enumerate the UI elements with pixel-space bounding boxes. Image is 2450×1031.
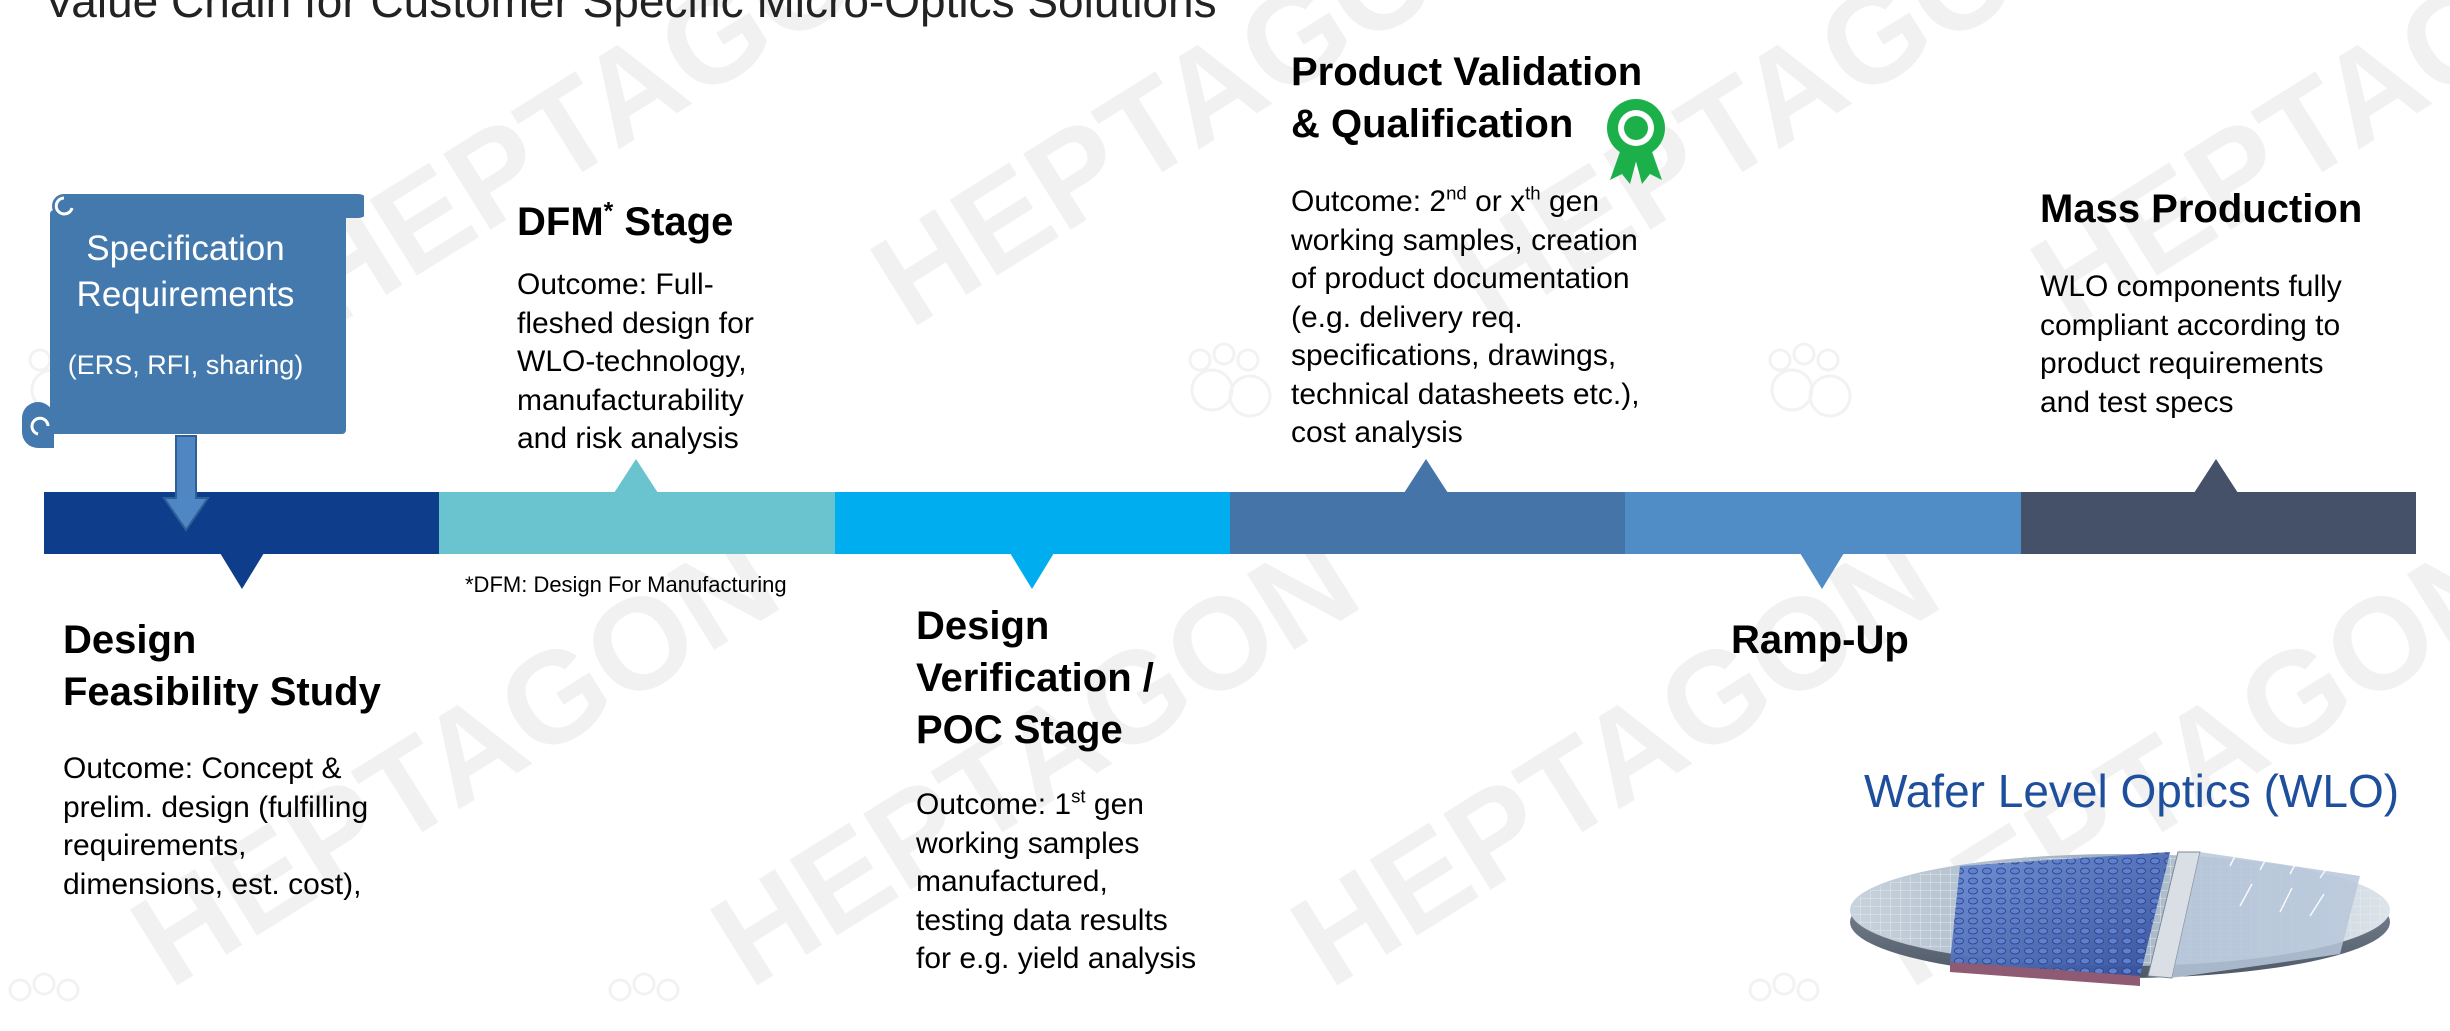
desc-line: cost analysis	[1291, 416, 1463, 449]
desc-fragment: Outcome: 2	[1291, 185, 1447, 218]
stage-desc-dfm: Outcome: Full- fleshed design for WLO-te…	[517, 266, 754, 459]
title-line: & Qualification	[1291, 102, 1574, 146]
spec-title-line-1: Specification	[86, 229, 285, 268]
desc-line: of product documentation	[1291, 262, 1630, 295]
desc-fragment: gen	[1540, 185, 1600, 218]
down-arrow-icon	[162, 435, 210, 532]
desc-line: compliant according to	[2040, 308, 2341, 342]
desc-line: for e.g. yield analysis	[916, 942, 1197, 975]
specification-scroll-shape	[22, 194, 364, 448]
desc-fragment: gen	[1085, 788, 1144, 821]
pointer-mass	[2194, 459, 2238, 493]
timeline-segment-feasibility	[44, 492, 440, 554]
award-ribbon-icon	[1607, 99, 1665, 184]
dfm-title-rest: Stage	[613, 200, 734, 244]
desc-line: working samples	[916, 826, 1140, 860]
title-line: Verification /	[916, 656, 1154, 700]
wafer-image	[1850, 845, 2390, 986]
wlo-heading: Wafer Level Optics (WLO)	[1864, 765, 2400, 817]
stage-title-feasibility: Design Feasibility Study	[63, 614, 381, 718]
scroll-bottom-curl	[22, 402, 54, 448]
stage-title-rampup: Ramp-Up	[1731, 618, 1909, 662]
scroll-bottom-curl-line	[30, 416, 50, 436]
desc-line: technical datasheets etc.),	[1291, 377, 1640, 411]
desc-line: Outcome: Concept &	[63, 752, 342, 785]
scroll-body	[50, 210, 346, 434]
watermark-logo-icon	[608, 972, 680, 1002]
desc-line: WLO components fully	[2040, 270, 2342, 303]
desc-line: and test specs	[2040, 385, 2234, 419]
timeline-segment-verification	[834, 492, 1230, 554]
title-line: Design	[916, 604, 1050, 648]
stage-title-mass: Mass Production	[2040, 187, 2363, 231]
desc-sup: nd	[1446, 182, 1467, 204]
stage-desc-feasibility: Outcome: Concept & prelim. design (fulfi…	[63, 750, 368, 904]
desc-line: testing data results	[916, 903, 1168, 937]
desc-sup: th	[1525, 182, 1541, 204]
desc-line: manufacturability	[517, 383, 744, 417]
dfm-title-main: DFM	[517, 200, 604, 244]
desc-line: and risk analysis	[517, 422, 739, 455]
stage-title-validation: Product Validation & Qualification	[1291, 46, 1642, 150]
watermark-logo-icon	[1188, 342, 1272, 418]
watermark-logo-icon	[1748, 972, 1820, 1002]
desc-line: specifications, drawings,	[1291, 339, 1617, 372]
specification-box: Specification Requirements (ERS, RFI, sh…	[63, 226, 308, 380]
desc-fragment: Outcome: 1	[916, 788, 1072, 821]
dfm-footnote: *DFM: Design For Manufacturing	[465, 572, 787, 597]
spec-subtitle: (ERS, RFI, sharing)	[67, 350, 304, 380]
desc-fragment: or x	[1466, 185, 1526, 218]
timeline-segment-dfm	[439, 492, 835, 554]
medal-inner	[1624, 116, 1648, 140]
scroll-top-curl	[54, 196, 74, 216]
stage-desc-mass: WLO components fully compliant according…	[2040, 268, 2342, 422]
pointer-validation	[1404, 459, 1448, 493]
pointer-verification	[1010, 553, 1054, 589]
stage-title-verification: Design Verification / POC Stage	[916, 600, 1154, 756]
desc-line: prelim. design (fulfilling	[63, 790, 369, 824]
timeline-bar	[44, 492, 2416, 554]
desc-line-first: Outcome: 2nd or xth gen	[1291, 183, 1640, 222]
watermark-logo-icon	[8, 972, 80, 1002]
pointer-rampup	[1800, 553, 1844, 589]
stage-title-dfm: DFM* Stage	[517, 196, 733, 248]
timeline-segment-mass	[2020, 492, 2416, 554]
pointer-dfm	[614, 459, 658, 493]
stage-desc-validation: Outcome: 2nd or xth gen working samples,…	[1291, 183, 1640, 453]
desc-line: requirements,	[63, 829, 247, 862]
desc-line: manufactured,	[916, 865, 1108, 898]
desc-line: dimensions, est. cost),	[63, 867, 362, 901]
title-line: Design	[63, 618, 197, 662]
desc-line-first: Outcome: 1st gen	[916, 786, 1196, 825]
spec-title-line-2: Requirements	[76, 275, 295, 314]
desc-line: WLO-technology,	[517, 345, 747, 378]
dfm-title-sup: *	[603, 198, 614, 226]
title-line: Feasibility Study	[63, 670, 381, 714]
stage-desc-verification: Outcome: 1st gen working samples manufac…	[916, 786, 1196, 979]
desc-sup: st	[1071, 785, 1086, 807]
page-title: Value Chain for Customer Specific Micro-…	[44, 0, 1217, 27]
desc-line: Outcome: Full-	[517, 268, 714, 301]
desc-line: working samples, creation	[1291, 223, 1638, 257]
desc-line: (e.g. delivery req.	[1291, 300, 1523, 334]
watermark-logo-icon	[1768, 342, 1852, 418]
timeline-segment-rampup	[1625, 492, 2021, 554]
title-line: POC Stage	[916, 708, 1123, 752]
timeline-segment-validation	[1229, 492, 1626, 554]
pointer-feasibility	[220, 553, 264, 589]
desc-line: fleshed design for	[517, 306, 754, 340]
desc-line: product requirements	[2040, 347, 2324, 380]
title-line: Product Validation	[1291, 50, 1643, 94]
